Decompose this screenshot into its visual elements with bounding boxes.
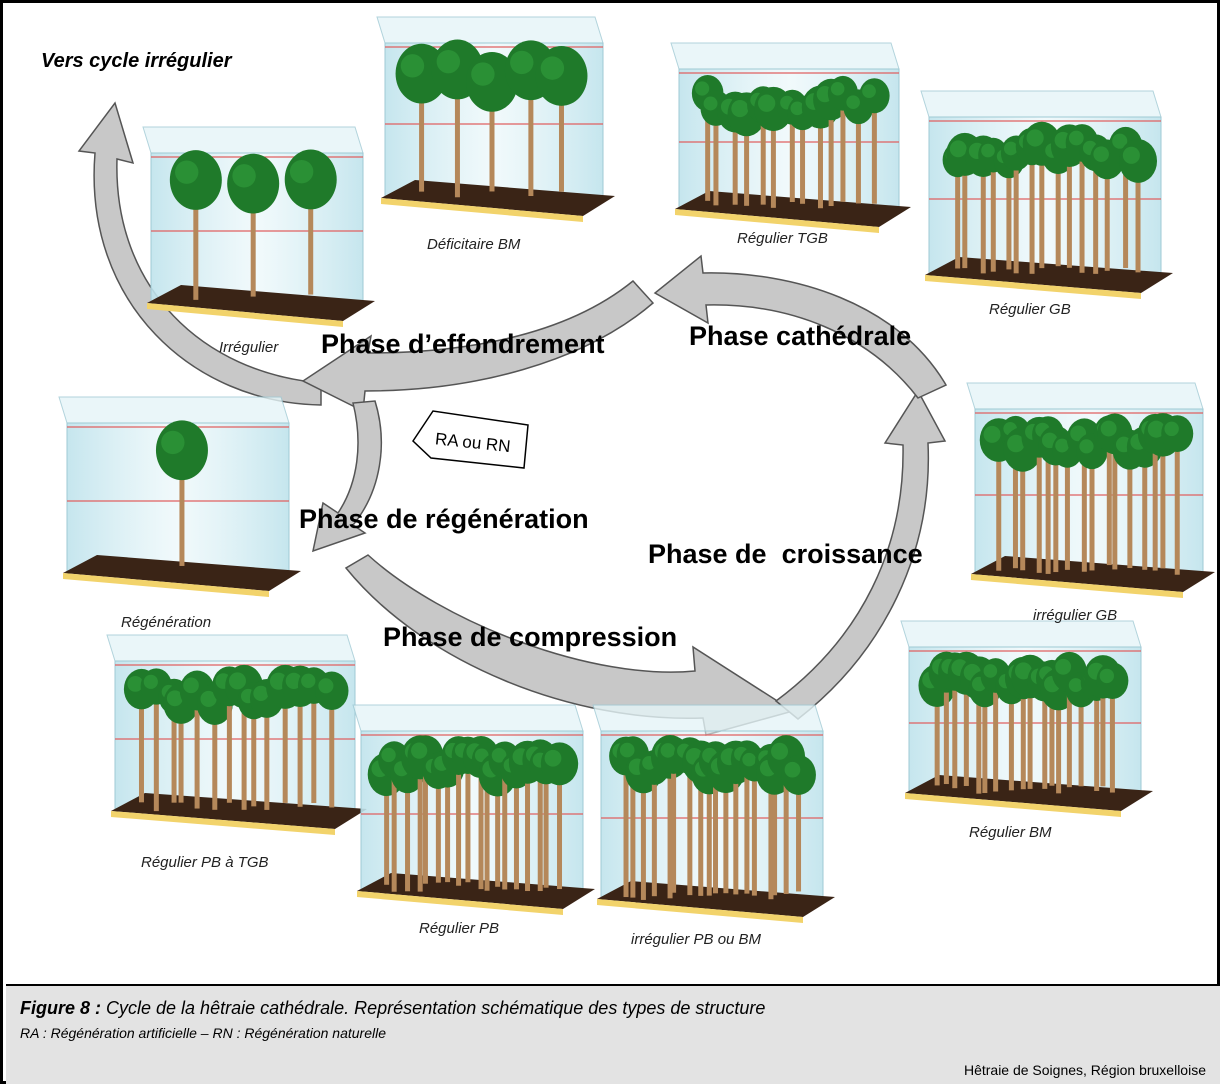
caption-box: Figure 8 : Cycle de la hêtraie cathédral… bbox=[6, 984, 1220, 1084]
stand-label-irregulier: Irrégulier bbox=[219, 339, 279, 356]
phase-regeneration-label: Phase de régénération bbox=[299, 504, 589, 534]
figure-subtitle: RA : Régénération artificielle – RN : Ré… bbox=[20, 1025, 387, 1041]
figure-title: Figure 8 : Cycle de la hêtraie cathédral… bbox=[20, 998, 765, 1019]
stand-10 bbox=[900, 620, 1153, 817]
stand-5 bbox=[58, 396, 301, 597]
ra-rn-tag bbox=[412, 410, 529, 469]
stand-label-regulier-gb: Régulier GB bbox=[989, 301, 1071, 318]
stand-label-irregulier-gb: irrégulier GB bbox=[1033, 607, 1117, 624]
forest-cycle-diagram: RA ou RN Vers cycle irrégulier Phase d’e… bbox=[41, 16, 1215, 948]
stand-3 bbox=[670, 42, 911, 233]
cycle-arrows bbox=[77, 101, 948, 736]
stand-labels: Irrégulier Déficitaire BM Régulier TGB R… bbox=[121, 230, 1117, 948]
arrow-cathedrale bbox=[653, 254, 948, 399]
figure-title-text: Cycle de la hêtraie cathédrale. Représen… bbox=[101, 998, 766, 1018]
stand-label-irregulier-pb-ou-bm: irrégulier PB ou BM bbox=[631, 931, 762, 948]
phase-compression-label: Phase de compression bbox=[383, 622, 677, 652]
arrow-vers-irregulier bbox=[77, 101, 322, 406]
stand-label-regulier-pb-a-tgb: Régulier PB à TGB bbox=[141, 854, 269, 871]
phase-effondrement-label: Phase d’effondrement bbox=[321, 329, 605, 359]
stand-1 bbox=[142, 126, 375, 327]
stand-2 bbox=[376, 16, 615, 222]
stand-label-deficitaire-bm: Déficitaire BM bbox=[427, 236, 521, 253]
phase-croissance-label: Phase de croissance bbox=[648, 539, 923, 569]
stand-7 bbox=[106, 634, 367, 835]
stand-8 bbox=[352, 704, 595, 915]
stand-6 bbox=[966, 382, 1215, 598]
phase-cathedrale-label: Phase cathédrale bbox=[689, 321, 911, 351]
stand-label-regulier-pb: Régulier PB bbox=[419, 920, 499, 937]
figure-label: Figure 8 : bbox=[20, 998, 102, 1018]
figure-source: Hêtraie de Soignes, Région bruxelloise bbox=[963, 1062, 1206, 1078]
arrow-regeneration bbox=[311, 400, 383, 553]
stand-label-regeneration: Régénération bbox=[121, 614, 211, 631]
stand-label-regulier-tgb: Régulier TGB bbox=[737, 230, 828, 247]
stand-group bbox=[58, 16, 1215, 923]
vers-cycle-irregulier-label: Vers cycle irrégulier bbox=[41, 50, 233, 72]
stand-4 bbox=[920, 90, 1173, 299]
stand-label-regulier-bm: Régulier BM bbox=[969, 824, 1052, 841]
stand-9 bbox=[592, 704, 835, 923]
